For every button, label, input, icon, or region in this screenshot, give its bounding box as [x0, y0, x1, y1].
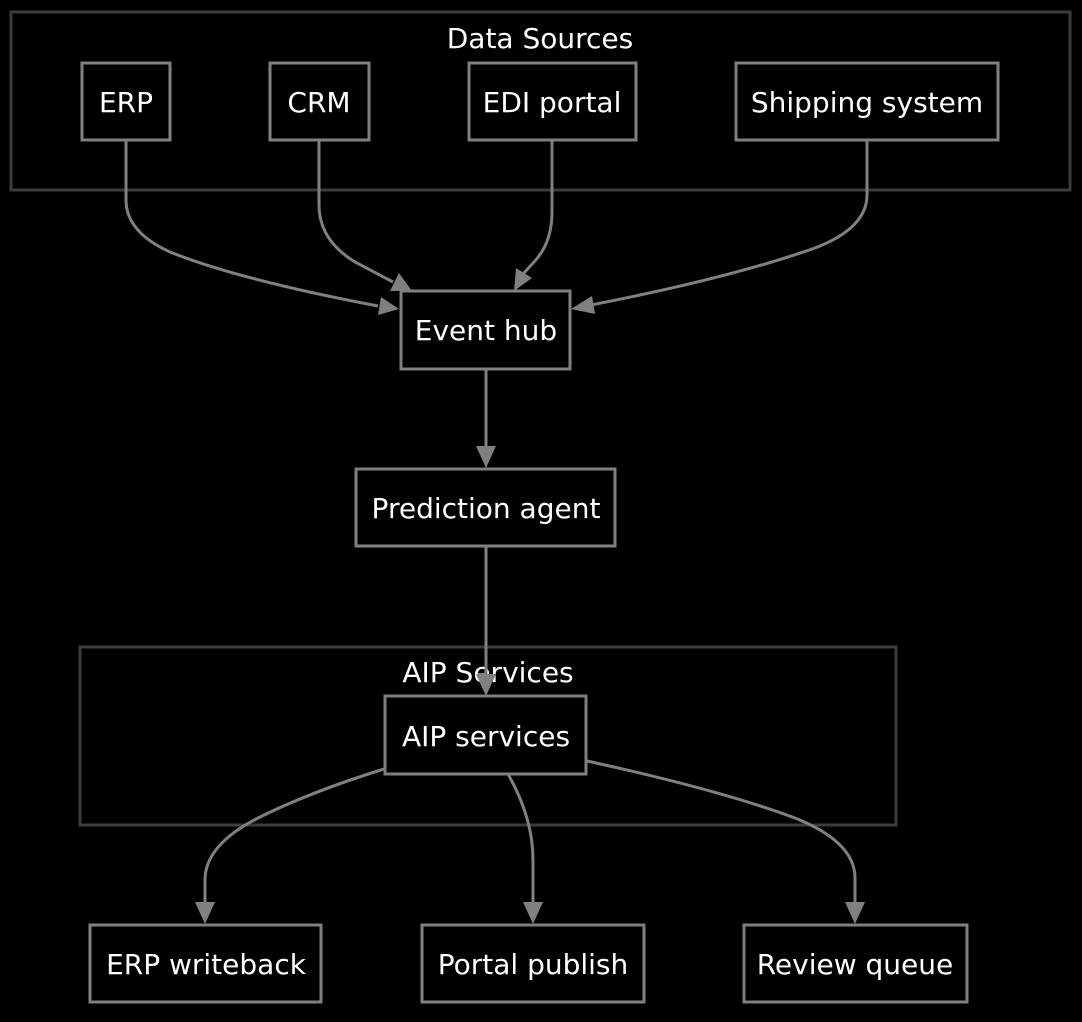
node-review-queue-box — [742, 923, 969, 1004]
node-prediction-agent-label: Prediction agent — [372, 492, 601, 525]
node-prediction-agent-box — [354, 467, 617, 548]
node-event-hub: Event hub — [399, 289, 572, 371]
edge-aip-to-review-queue — [586, 759, 857, 904]
node-shipping-system-label: Shipping system — [751, 86, 983, 119]
node-erp-writeback: ERP writeback — [88, 923, 323, 1004]
node-crm-box — [268, 61, 371, 142]
node-prediction-agent: Prediction agent — [354, 467, 617, 548]
node-review-queue: Review queue — [742, 923, 969, 1004]
node-aip-services-box — [383, 694, 588, 776]
node-edi-portal-label: EDI portal — [483, 86, 622, 119]
edge-crm-to-event-hub — [317, 141, 394, 284]
node-review-queue-label: Review queue — [757, 948, 954, 981]
arrowhead-edi-event-hub — [514, 268, 532, 291]
edge-edi-to-event-hub — [521, 141, 554, 276]
cluster-data-sources: Data Sources — [9, 10, 1072, 192]
cluster-aip-services-box — [78, 645, 898, 827]
arrowhead-erp-event-hub — [378, 297, 399, 315]
edges — [124, 141, 869, 924]
node-event-hub-label: Event hub — [415, 314, 557, 347]
cluster-data-sources-box — [9, 10, 1072, 192]
node-crm: CRM — [268, 61, 371, 142]
edge-aip-to-portal-publish — [506, 773, 535, 904]
node-erp: ERP — [80, 61, 172, 142]
edge-shipping-to-event-hub — [590, 141, 869, 307]
node-erp-writeback-box — [88, 923, 323, 1004]
node-portal-publish: Portal publish — [420, 923, 646, 1004]
cluster-aip-services: AIP Services — [78, 645, 898, 827]
node-shipping-system: Shipping system — [734, 61, 1000, 142]
node-aip-services-label: AIP services — [402, 720, 570, 753]
node-crm-label: CRM — [287, 86, 350, 119]
node-erp-writeback-label: ERP writeback — [106, 948, 307, 981]
node-portal-publish-box — [420, 923, 646, 1004]
node-edi-portal: EDI portal — [467, 61, 638, 142]
arrowhead-prediction-aip — [476, 674, 496, 696]
arrowhead-crm-event-hub — [390, 273, 412, 291]
node-erp-box — [80, 61, 172, 142]
edge-erp-to-event-hub — [124, 141, 379, 308]
arrowhead-event-hub-prediction — [476, 446, 496, 468]
arrowhead-shipping-event-hub — [571, 296, 595, 314]
edge-aip-to-erp-writeback — [203, 767, 385, 904]
node-event-hub-box — [399, 289, 572, 371]
node-erp-label: ERP — [99, 86, 153, 119]
node-edi-portal-box — [467, 61, 638, 142]
cluster-data-sources-label: Data Sources — [447, 22, 634, 55]
arrowhead-aip-portal-publish — [523, 902, 543, 924]
arrowhead-aip-erp-writeback — [195, 902, 215, 924]
node-shipping-system-box — [734, 61, 1000, 142]
node-aip-services: AIP services — [383, 694, 588, 776]
arrowhead-aip-review-queue — [845, 902, 865, 924]
node-portal-publish-label: Portal publish — [438, 948, 629, 981]
